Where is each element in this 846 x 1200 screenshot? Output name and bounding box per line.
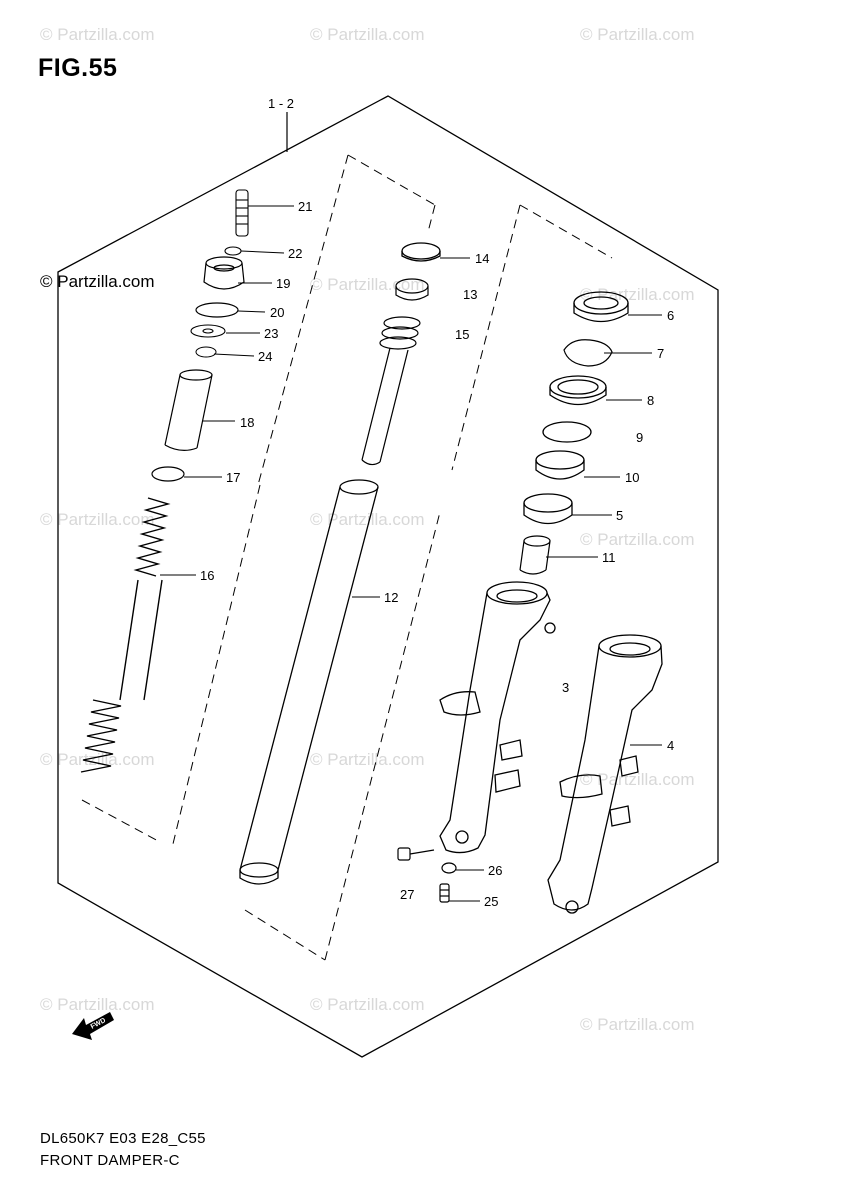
watermark: © Partzilla.com — [580, 770, 695, 789]
fwd-arrow: FWD — [72, 1012, 114, 1040]
bolt-27 — [397, 847, 435, 861]
spacer-18 — [164, 369, 213, 451]
seal-8 — [549, 375, 607, 406]
washer-9 — [542, 421, 592, 443]
clip-7 — [563, 339, 613, 367]
assembly-boundary — [57, 95, 719, 1058]
bolt-25 — [439, 883, 450, 903]
part-label-3: 3 — [562, 680, 569, 695]
piece-11 — [519, 535, 551, 575]
subassembly-outlines — [81, 154, 613, 961]
seat-17 — [151, 466, 185, 482]
washer-26 — [441, 862, 457, 874]
part-labels: 21 22 19 20 23 24 18 17 16 14 13 15 12 6… — [200, 199, 674, 909]
part-label-11: 11 — [602, 550, 616, 565]
watermark: © Partzilla.com — [40, 995, 155, 1014]
part-label-16: 16 — [200, 568, 214, 583]
part-label-27: 27 — [400, 887, 414, 902]
watermark: © Partzilla.com — [310, 275, 425, 294]
assembly-label: 1 - 2 — [268, 96, 294, 111]
part-label-15: 15 — [455, 327, 469, 342]
watermark: © Partzilla.com — [40, 750, 155, 769]
oil-seal-6 — [573, 291, 629, 323]
part-label-17: 17 — [226, 470, 240, 485]
part-label-18: 18 — [240, 415, 254, 430]
part-label-19: 19 — [276, 276, 290, 291]
part-label-22: 22 — [288, 246, 302, 261]
watermark: © Partzilla.com — [580, 25, 695, 44]
leader-lines — [160, 205, 662, 902]
damper-rod-15 — [361, 316, 421, 466]
part-label-21: 21 — [298, 199, 312, 214]
washer-23 — [190, 324, 226, 338]
part-label-23: 23 — [264, 326, 278, 341]
figure-title: FIG.55 — [38, 54, 118, 82]
part-label-7: 7 — [657, 346, 664, 361]
part-label-25: 25 — [484, 894, 498, 909]
watermark: © Partzilla.com — [310, 750, 425, 769]
watermark: © Partzilla.com — [580, 530, 695, 549]
diagram-code: DL650K7 E03 E28_C55 — [40, 1130, 206, 1147]
cap-bolt-21 — [235, 189, 249, 237]
nut-22 — [224, 246, 242, 256]
watermark: © Partzilla.com — [580, 285, 695, 304]
spring-16 — [80, 497, 171, 773]
part-label-20: 20 — [270, 305, 284, 320]
part-label-8: 8 — [647, 393, 654, 408]
diagram-name: FRONT DAMPER-C — [40, 1152, 180, 1169]
watermark: © Partzilla.com — [40, 25, 155, 44]
bushing-10 — [535, 450, 585, 480]
part-label-26: 26 — [488, 863, 502, 878]
watermark-prominent: © Partzilla.com — [40, 272, 155, 291]
part-label-12: 12 — [384, 590, 398, 605]
outer-tube-3 — [439, 581, 556, 854]
part-label-14: 14 — [475, 251, 489, 266]
collar-13 — [395, 278, 429, 301]
watermark-layer: © Partzilla.com © Partzilla.com © Partzi… — [40, 25, 695, 1034]
cap-19 — [203, 256, 245, 290]
watermark: © Partzilla.com — [310, 995, 425, 1014]
o-ring-20 — [195, 302, 239, 318]
watermark: © Partzilla.com — [310, 25, 425, 44]
outer-tube-4 — [547, 634, 663, 914]
part-label-6: 6 — [667, 308, 674, 323]
part-label-9: 9 — [636, 430, 643, 445]
ring-14 — [401, 242, 441, 262]
part-label-13: 13 — [463, 287, 477, 302]
part-label-10: 10 — [625, 470, 639, 485]
bushing-5 — [523, 493, 573, 525]
watermark: © Partzilla.com — [40, 510, 155, 529]
part-label-4: 4 — [667, 738, 674, 753]
inner-tube-12 — [239, 479, 379, 885]
clip-24 — [195, 346, 217, 358]
part-label-5: 5 — [616, 508, 623, 523]
part-label-24: 24 — [258, 349, 272, 364]
watermark: © Partzilla.com — [580, 1015, 695, 1034]
watermark: © Partzilla.com — [310, 510, 425, 529]
